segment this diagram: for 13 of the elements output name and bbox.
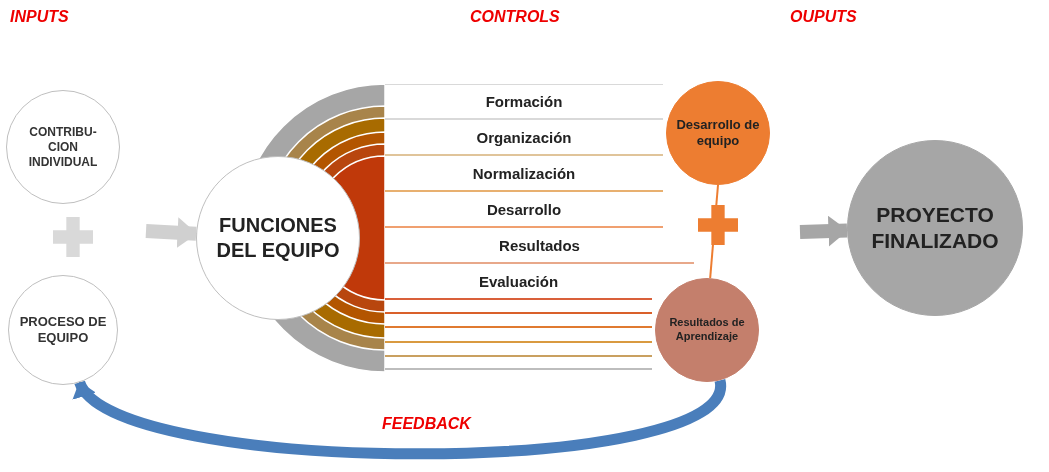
- column-heading: INPUTS: [10, 8, 69, 26]
- output-circle: PROYECTO FINALIZADO: [847, 140, 1023, 316]
- control-circle: Desarrollo de equipo: [666, 81, 770, 185]
- chevron-arrow: [799, 215, 849, 247]
- input-circle: CONTRIBU- CION INDIVIDUAL: [6, 90, 120, 204]
- feedback-arrow: [75, 378, 726, 460]
- control-circle: Resultados de Aprendizaje: [655, 278, 759, 382]
- column-heading: CONTROLS: [470, 8, 560, 26]
- stage-band: Formación: [385, 84, 663, 120]
- chevron-arrow: [145, 217, 198, 249]
- column-heading: OUPUTS: [790, 8, 857, 26]
- input-circle: PROCESO DE EQUIPO: [8, 275, 118, 385]
- hub-circle: FUNCIONES DEL EQUIPO: [196, 156, 360, 320]
